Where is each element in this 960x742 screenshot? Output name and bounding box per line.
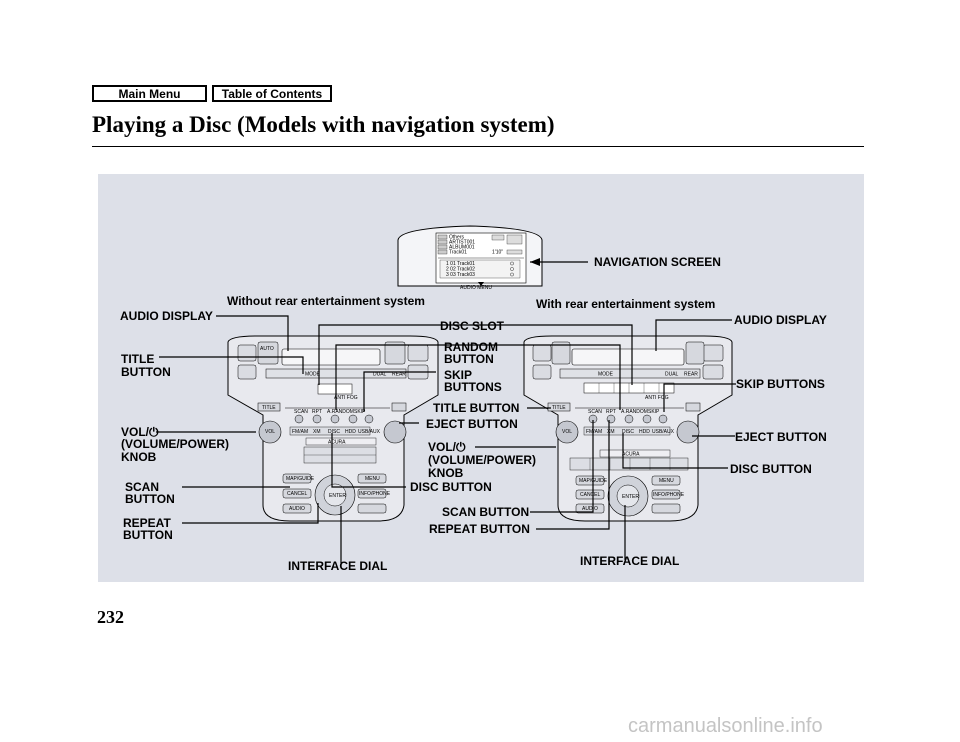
- navigation-screen: Others ARTIST001 ALBUM001 Track01 1'10" …: [397, 225, 543, 291]
- label-title-center: TITLE BUTTON: [433, 401, 519, 415]
- left-skip-label: SKIP: [354, 409, 366, 415]
- label-title-left-1: TITLE: [121, 352, 154, 366]
- left-rpt-label: RPT: [312, 409, 322, 415]
- left-anti-fog: ANTI FOG: [334, 395, 358, 401]
- label-interface-right: INTERFACE DIAL: [580, 554, 679, 568]
- left-title-label: TITLE: [262, 405, 276, 411]
- screen-footer: AUDIO MENU: [460, 285, 492, 291]
- label-scan-center: SCAN BUTTON: [442, 505, 529, 519]
- left-auto-label: AUTO: [260, 346, 274, 352]
- right-xm-label: XM: [607, 429, 615, 435]
- label-vol-center-1: VOL/⏻: [428, 440, 466, 454]
- label-title-left-2: BUTTON: [121, 365, 171, 379]
- right-audio-label: AUDIO: [582, 506, 598, 512]
- right-scan-label: SCAN: [588, 409, 602, 415]
- left-cancel-label: CANCEL: [287, 491, 308, 497]
- label-scan-left-1: SCAN: [125, 480, 159, 494]
- right-mode-label: MODE: [598, 372, 614, 378]
- left-info-label: INFO/PHONE: [359, 491, 391, 497]
- left-menu-label: MENU: [365, 476, 380, 482]
- left-console: AUTO MODE DUAL REAR ANTI FOG TITLE SCAN …: [227, 335, 439, 522]
- label-navigation-screen: NAVIGATION SCREEN: [594, 255, 721, 269]
- label-disc-slot: DISC SLOT: [440, 319, 505, 333]
- left-vol-label: VOL: [265, 429, 275, 435]
- right-dual-label: DUAL: [665, 372, 679, 378]
- left-enter-label: ENTER: [329, 493, 346, 499]
- right-fmam-label: FM/AM: [586, 429, 602, 435]
- callout-labels: NAVIGATION SCREEN Without rear entertain…: [120, 255, 827, 573]
- right-random-label: A.RANDOM: [621, 409, 648, 415]
- label-without-rear: Without rear entertainment system: [227, 294, 425, 308]
- label-audio-display-right: AUDIO DISPLAY: [734, 313, 827, 327]
- label-vol-center-2: (VOLUME/POWER): [428, 453, 536, 467]
- label-repeat-left-2: BUTTON: [123, 528, 173, 542]
- screen-line-3: ALBUM001: [449, 245, 475, 251]
- label-audio-display-left: AUDIO DISPLAY: [120, 309, 213, 323]
- left-hdd-label: HDD: [345, 429, 356, 435]
- left-rear-label: REAR: [392, 372, 406, 378]
- screen-line-2: ARTIST001: [449, 240, 475, 246]
- left-brand-label: ACURA: [328, 440, 346, 446]
- right-console: MODE DUAL REAR ANTI FOG TITLE SCAN RPT A…: [523, 335, 733, 522]
- right-skip-label: SKIP: [648, 409, 660, 415]
- left-dual-label: DUAL: [373, 372, 387, 378]
- right-rear-label: REAR: [684, 372, 698, 378]
- right-title-label: TITLE: [552, 405, 566, 411]
- label-vol-left-2: (VOLUME/POWER): [121, 437, 229, 451]
- right-menu-label: MENU: [659, 478, 674, 484]
- title-divider: [92, 146, 864, 147]
- left-audio-label: AUDIO: [289, 506, 305, 512]
- left-random-label: A.RANDOM: [327, 409, 354, 415]
- screen-line-4: Track01: [449, 250, 467, 256]
- left-mode-label: MODE: [305, 372, 321, 378]
- label-random-1: RANDOM: [444, 340, 498, 354]
- right-enter-label: ENTER: [622, 494, 639, 500]
- left-scan-label: SCAN: [294, 409, 308, 415]
- right-rpt-label: RPT: [606, 409, 616, 415]
- label-scan-left-2: BUTTON: [125, 492, 175, 506]
- label-eject-center: EJECT BUTTON: [426, 417, 518, 431]
- screen-row-2: 2 02 Track02: [446, 267, 475, 273]
- left-map-label: MAP/GUIDE: [286, 476, 315, 482]
- label-disc-right: DISC BUTTON: [730, 462, 812, 476]
- label-eject-right: EJECT BUTTON: [735, 430, 827, 444]
- label-skip-2: BUTTONS: [444, 380, 502, 394]
- label-interface-left: INTERFACE DIAL: [288, 559, 387, 573]
- page-title: Playing a Disc (Models with navigation s…: [92, 112, 555, 137]
- right-disc-label: DISC: [622, 429, 634, 435]
- left-xm-label: XM: [313, 429, 321, 435]
- screen-time: 1'10": [492, 250, 503, 256]
- label-skip-right: SKIP BUTTONS: [736, 377, 825, 391]
- left-disc-label: DISC: [328, 429, 340, 435]
- leader-lines: [156, 258, 736, 563]
- label-with-rear: With rear entertainment system: [536, 297, 715, 311]
- left-fmam-label: FM/AM: [292, 429, 308, 435]
- page-number: 232: [97, 607, 124, 627]
- screen-row-3: 3 03 Track03: [446, 272, 475, 278]
- label-vol-center-3: KNOB: [428, 466, 464, 480]
- label-vol-left-1: VOL/⏻: [121, 425, 159, 439]
- main-menu-button[interactable]: Main Menu: [92, 85, 207, 102]
- table-of-contents-button[interactable]: Table of Contents: [212, 85, 332, 102]
- label-skip-1: SKIP: [444, 368, 472, 382]
- screen-row-1: 1 01 Track01: [446, 261, 475, 267]
- label-disc-center: DISC BUTTON: [410, 480, 492, 494]
- label-repeat-left-1: REPEAT: [123, 516, 171, 530]
- left-usb-label: USB/AUX: [358, 429, 381, 435]
- right-anti-fog: ANTI FOG: [645, 395, 669, 401]
- right-vol-label: VOL: [562, 429, 572, 435]
- right-usb-label: USB/AUX: [652, 429, 675, 435]
- screen-line-1: Others: [449, 235, 465, 241]
- right-brand-label: ACURA: [622, 452, 640, 458]
- right-hdd-label: HDD: [639, 429, 650, 435]
- right-cancel-label: CANCEL: [580, 492, 601, 498]
- label-repeat-center: REPEAT BUTTON: [429, 522, 530, 536]
- label-vol-left-3: KNOB: [121, 450, 157, 464]
- footer-watermark: carmanualsonline.info: [628, 715, 823, 737]
- label-random-2: BUTTON: [444, 352, 494, 366]
- right-info-label: INFO/PHONE: [653, 492, 685, 498]
